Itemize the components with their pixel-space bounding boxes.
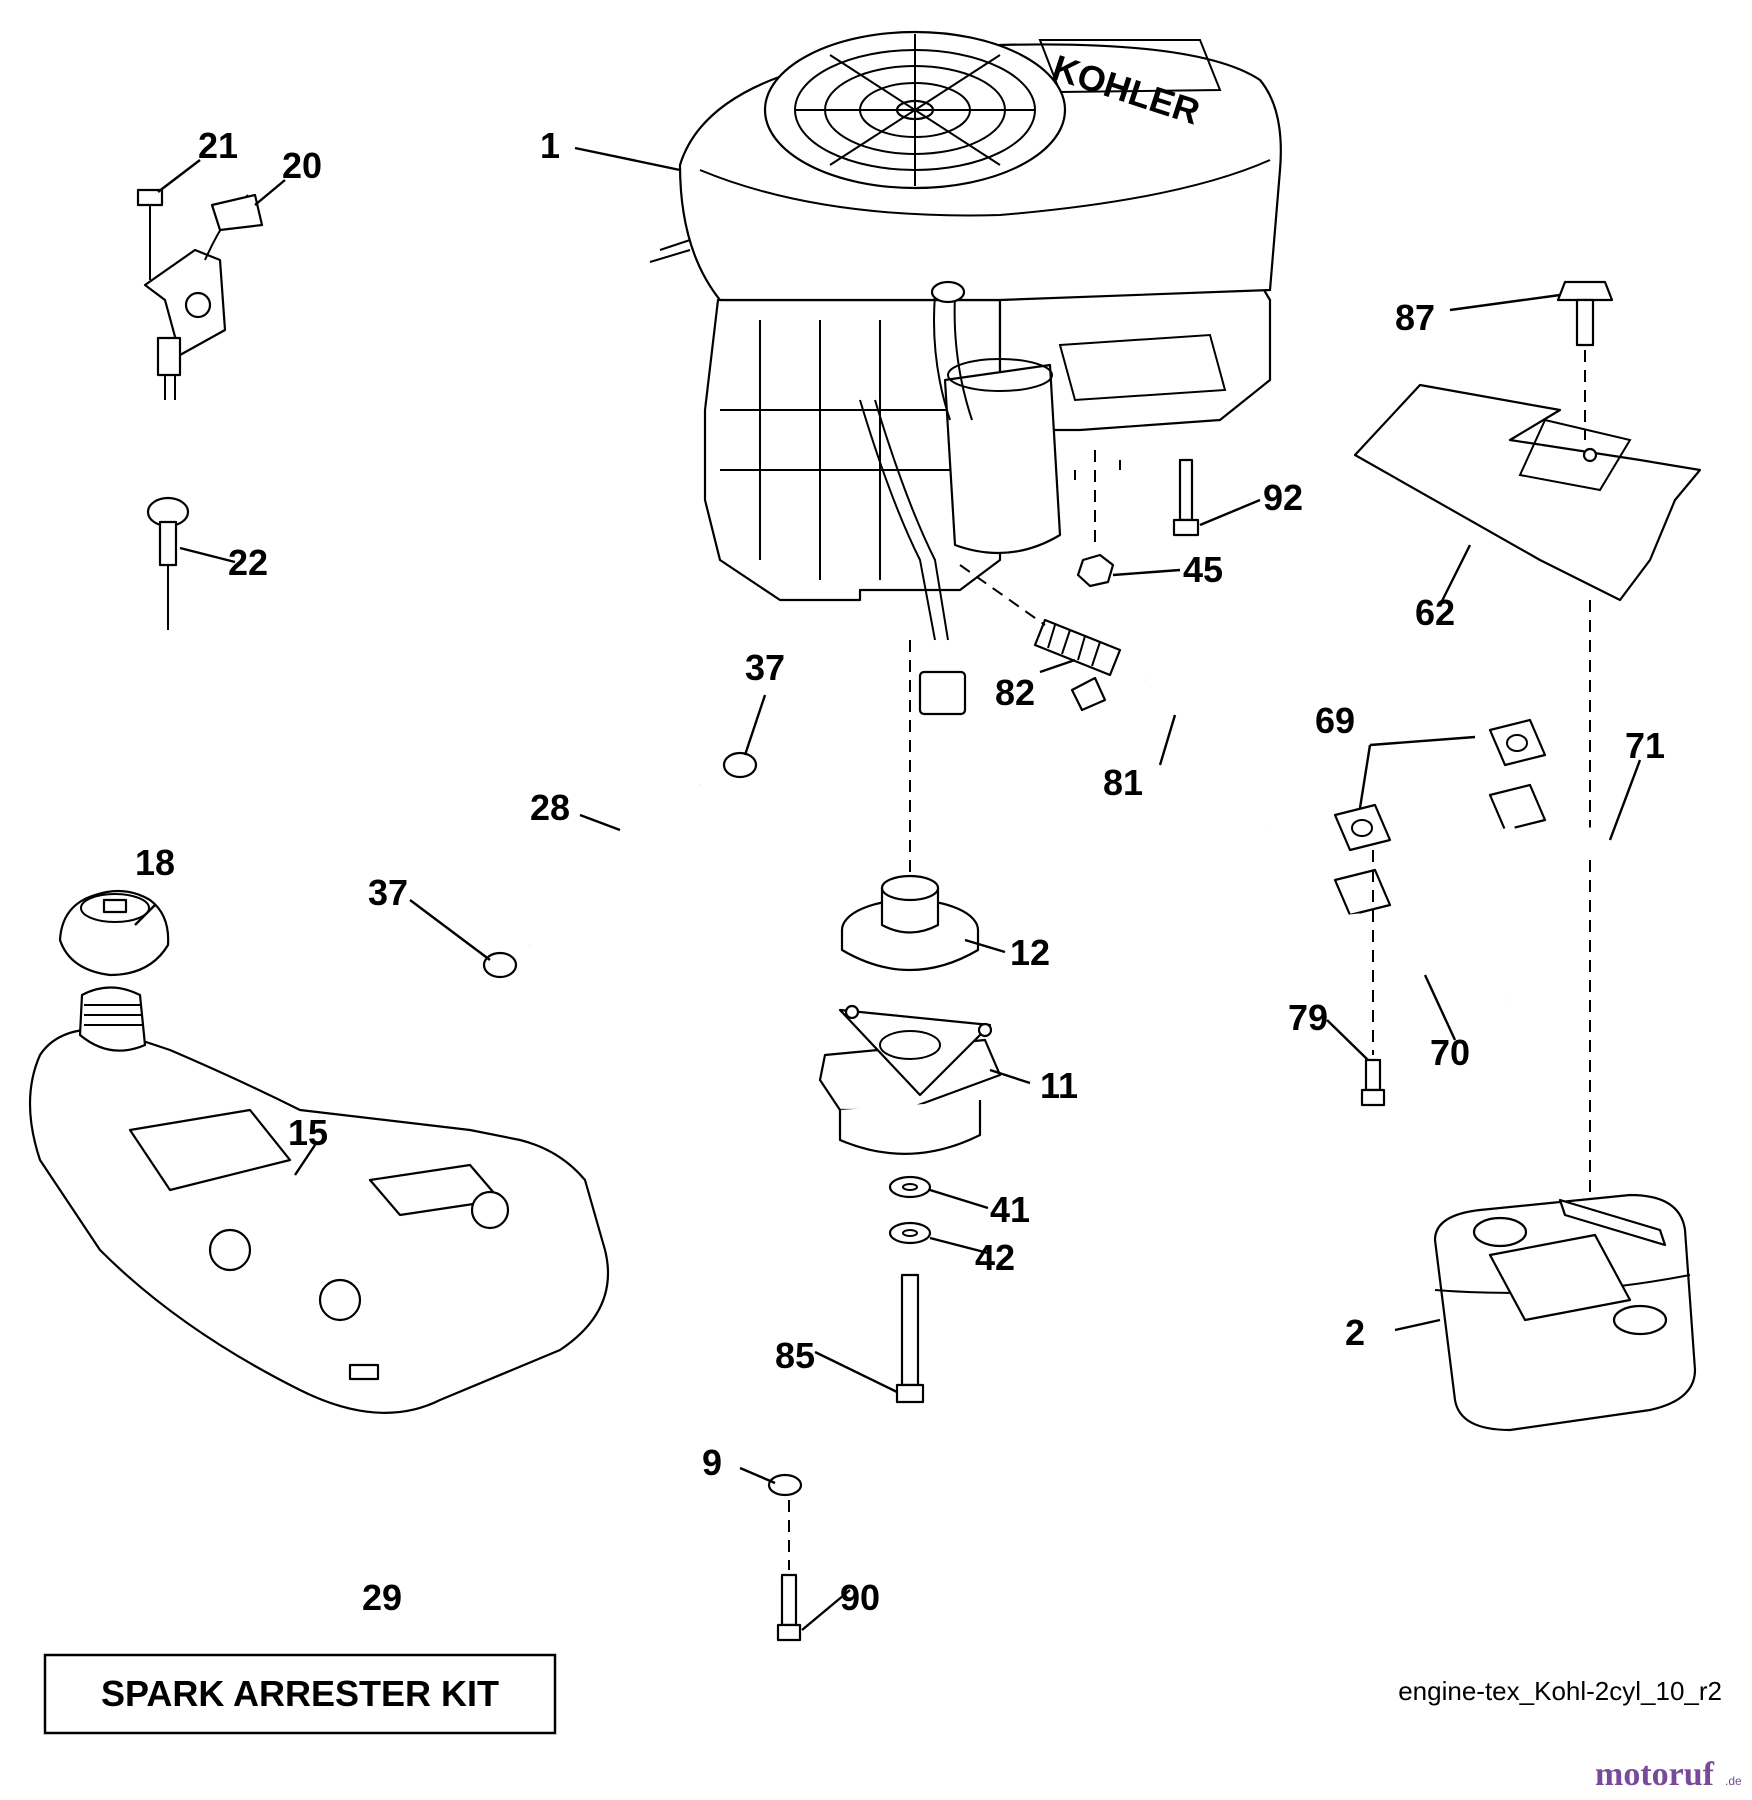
- callout-62: 62: [1415, 592, 1455, 633]
- fuel-line: [526, 780, 704, 950]
- muffler-2: [1433, 1193, 1697, 1432]
- callout-79: 79: [1288, 997, 1328, 1038]
- fuel-tank: [28, 986, 610, 1414]
- fuel-solenoid-82: [1033, 618, 1122, 712]
- callout-37-top: 37: [745, 647, 785, 688]
- bolt-87: [1556, 280, 1614, 347]
- hose-clamp-37-bottom: [482, 951, 518, 979]
- washer-41: [888, 1175, 932, 1199]
- callout-22: 22: [228, 542, 268, 583]
- exhaust-pipe-70: [1330, 868, 1520, 1002]
- screw-21: [136, 188, 164, 280]
- pulley-12: [840, 874, 980, 971]
- throttle-control: [143, 193, 264, 400]
- bolt-90: [776, 1573, 802, 1642]
- callout-45: 45: [1183, 549, 1223, 590]
- callout-69: 69: [1315, 700, 1355, 741]
- bolt-85: [895, 1273, 925, 1404]
- nut-45: [1076, 553, 1115, 588]
- watermark-text: motoruf: [1595, 1756, 1715, 1793]
- callout-12: 12: [1010, 932, 1050, 973]
- washer-42: [888, 1221, 932, 1245]
- callout-1: 1: [540, 125, 560, 166]
- callout-92: 92: [1263, 477, 1303, 518]
- callout-21: 21: [198, 125, 238, 166]
- callout-28: 28: [530, 787, 570, 828]
- axis-solenoid: [959, 564, 1046, 626]
- callout-29: 29: [362, 1577, 402, 1618]
- callout-42: 42: [975, 1237, 1015, 1278]
- callouts: 1 2 9 11 12 15 18 20 21 22 28 29 37 37 4…: [135, 125, 1665, 1618]
- callout-41: 41: [990, 1189, 1030, 1230]
- fuel-cap: [58, 889, 170, 977]
- spark-arrester-kit: SPARK ARRESTER KIT: [43, 1653, 557, 1735]
- heat-shield-62: [1353, 383, 1702, 602]
- bracket-9: [767, 1473, 1131, 1655]
- choke-knob: [146, 496, 190, 630]
- callout-82: 82: [995, 672, 1035, 713]
- hose-clamp-37-top: [722, 751, 758, 779]
- exhaust-pipe-71: [1486, 783, 1675, 950]
- fuel-hose-81: [1138, 674, 1276, 837]
- watermark-suffix: .de: [1725, 1774, 1742, 1788]
- callout-2: 2: [1345, 1312, 1365, 1353]
- callout-85: 85: [775, 1335, 815, 1376]
- bolt-79: [1360, 1058, 1386, 1107]
- watermark-logo: motoruf .de: [1595, 1756, 1742, 1793]
- callout-71: 71: [1625, 725, 1665, 766]
- callout-11: 11: [1040, 1065, 1078, 1106]
- callout-81: 81: [1103, 762, 1143, 803]
- callout-90: 90: [840, 1577, 880, 1618]
- callout-20: 20: [282, 145, 322, 186]
- bolt-92: [1172, 458, 1200, 537]
- electric-clutch-11: [818, 1004, 1002, 1155]
- callout-70: 70: [1430, 1032, 1470, 1073]
- callout-15: 15: [288, 1112, 328, 1153]
- callout-9: 9: [702, 1442, 722, 1483]
- callout-87: 87: [1395, 297, 1435, 338]
- gasket-69-left: [1333, 803, 1392, 852]
- callout-37-bottom: 37: [368, 872, 408, 913]
- callout-18: 18: [135, 842, 175, 883]
- gasket-69-right: [1488, 718, 1547, 767]
- kit-label: SPARK ARRESTER KIT: [101, 1673, 499, 1714]
- drawing-reference: engine-tex_Kohl-2cyl_10_r2: [1398, 1676, 1722, 1706]
- engine: KOHLER: [649, 30, 1282, 716]
